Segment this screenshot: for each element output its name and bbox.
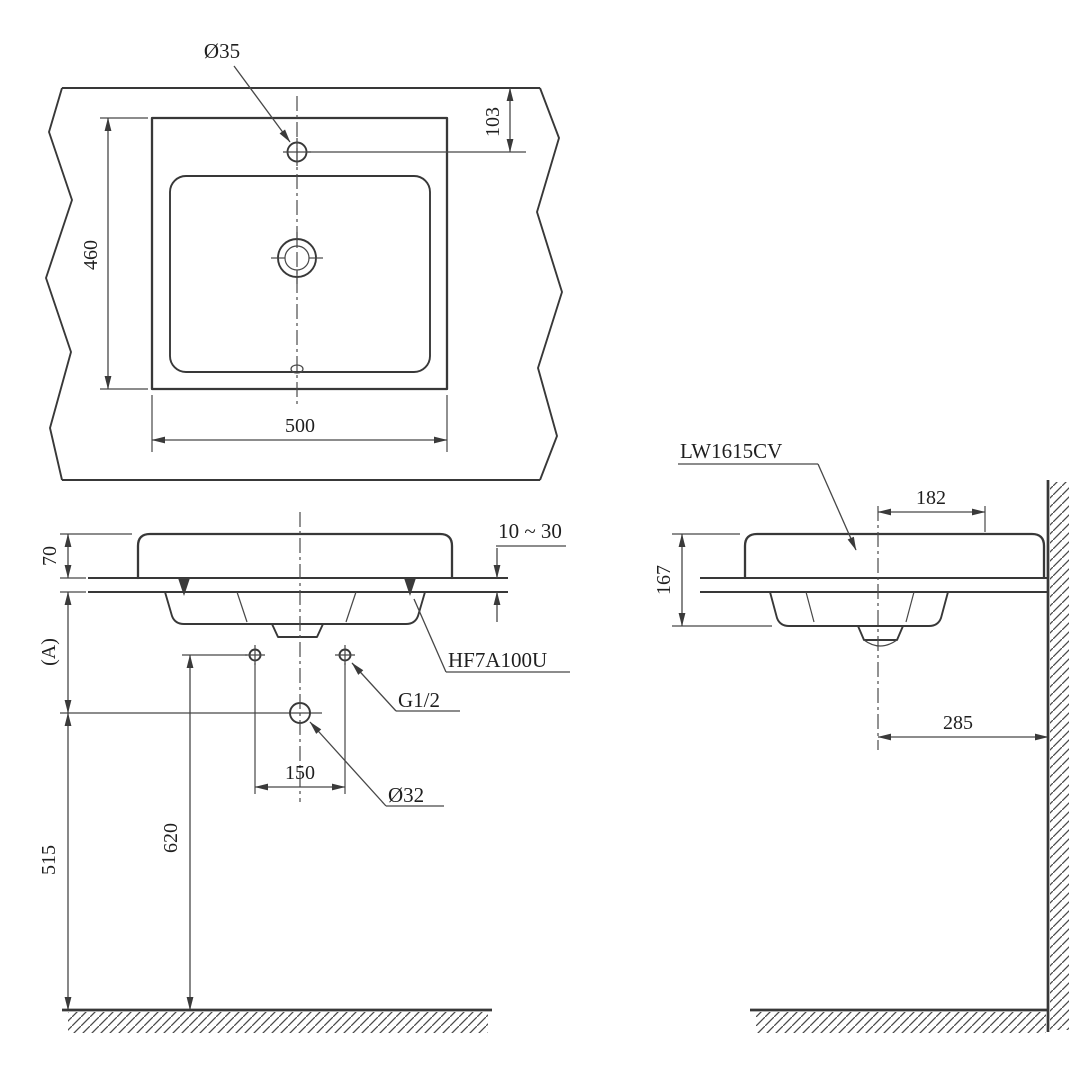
- bowl-underside-side: [769, 591, 949, 627]
- floor-hatch-right: [756, 1012, 1046, 1033]
- fixing-point-right: [404, 578, 416, 596]
- drain-callout: Ø32: [309, 721, 444, 807]
- dim-counter-thickness: 10 ~ 30: [493, 519, 566, 622]
- dim-182: 182: [877, 487, 986, 532]
- dim-70-label: 70: [39, 546, 61, 566]
- dim-285: 285: [877, 712, 1049, 741]
- fixing-label: HF7A100U: [448, 648, 547, 672]
- dim-150: 150: [254, 663, 346, 794]
- dim-103-label: 103: [482, 107, 504, 137]
- fixing-callout: HF7A100U: [413, 598, 570, 673]
- wall-hatch: [1050, 482, 1069, 1030]
- dim-70: 70: [39, 533, 132, 579]
- supply-label: G1/2: [398, 688, 440, 712]
- basin-outline-plan: [150, 116, 449, 391]
- dim-a: (A): [38, 591, 86, 714]
- fixing-point-left: [178, 578, 190, 596]
- supply-callout: G1/2: [351, 662, 460, 712]
- dim-460-label: 460: [80, 240, 102, 270]
- drain-boss-side: [857, 625, 904, 641]
- drain-label: Ø32: [388, 783, 424, 807]
- dim-620-label: 620: [160, 823, 182, 853]
- basin-rim-side: [743, 532, 1046, 580]
- break-line-right: [536, 87, 563, 481]
- dim-285-label: 285: [943, 712, 973, 734]
- model-label: LW1615CV: [680, 439, 782, 463]
- floor-hatch-left: [68, 1012, 488, 1033]
- plan-view: Ø35 103 460 500: [45, 39, 563, 481]
- basin-rim-front: [136, 532, 454, 580]
- front-elevation-view: 70 (A) 515 620 150 10 ~ 30: [38, 512, 570, 1033]
- dim-460: 460: [80, 117, 148, 390]
- dim-167-label: 167: [653, 565, 675, 595]
- dim-620: 620: [160, 654, 247, 1011]
- side-elevation-view: LW1615CV 182 167 285: [653, 439, 1069, 1033]
- dim-103: 103: [306, 87, 526, 153]
- dim-a-label: (A): [38, 638, 60, 666]
- dim-515: 515: [38, 712, 72, 1011]
- dim-500: 500: [151, 395, 448, 452]
- faucet-hole-label: Ø35: [204, 39, 240, 63]
- dim-500-label: 500: [285, 415, 315, 437]
- faucet-hole-callout: Ø35: [204, 39, 291, 143]
- supply-hole-right: [335, 645, 355, 665]
- dim-515-label: 515: [38, 845, 60, 875]
- bowl-outline-plan: [169, 175, 431, 373]
- break-line-left: [45, 87, 73, 481]
- dim-167: 167: [653, 533, 772, 627]
- supply-hole-left: [245, 645, 265, 665]
- dim-150-label: 150: [285, 762, 315, 784]
- drain-boss-front: [271, 623, 324, 638]
- model-callout: LW1615CV: [678, 439, 857, 551]
- dim-182-label: 182: [916, 487, 946, 509]
- counter-thickness-label: 10 ~ 30: [498, 519, 562, 543]
- bowl-underside-front: [164, 591, 426, 625]
